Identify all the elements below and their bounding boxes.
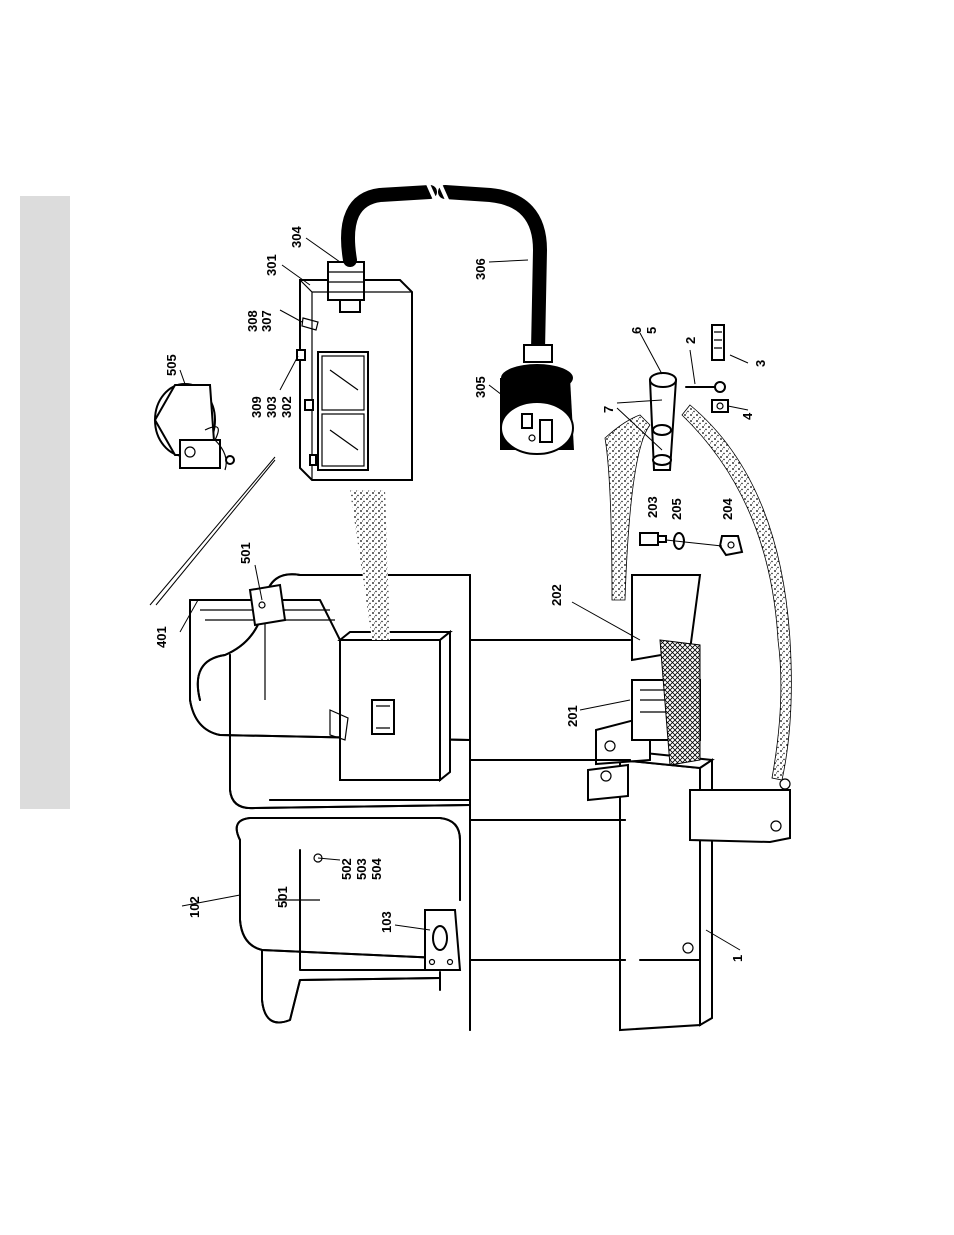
callout-304: 304 [289,226,304,248]
callout-302: 302 [279,396,294,418]
callout-401: 401 [154,626,169,648]
callout-205: 205 [669,498,684,520]
plug [500,345,574,454]
callout-308: 308 [245,310,260,332]
callout-5: 5 [644,327,659,334]
frame-enclosure [330,632,450,780]
callout-309: 309 [249,396,264,418]
callout-203: 203 [645,496,660,518]
callout-301: 301 [264,254,279,276]
callout-307: 307 [259,310,274,332]
callout-201: 201 [565,705,580,727]
callout-305: 305 [473,376,488,398]
callout-2: 2 [683,337,698,344]
callout-503: 503 [354,858,369,880]
callout-7: 7 [601,406,616,413]
callout-501-upper: 501 [238,542,253,564]
callout-102: 102 [187,896,202,918]
callout-306: 306 [473,258,488,280]
callout-103: 103 [379,911,394,933]
callout-303: 303 [264,396,279,418]
callout-6: 6 [629,327,644,334]
callout-1: 1 [730,955,745,962]
callout-501-lower: 501 [275,886,290,908]
callout-504: 504 [369,858,384,880]
callout-3: 3 [753,360,768,367]
roller-pin [650,373,676,470]
callout-4: 4 [740,412,755,420]
callout-202: 202 [549,584,564,606]
callout-502: 502 [339,858,354,880]
callout-204: 204 [720,498,735,520]
motor-assembly [155,384,234,470]
screw-hardware [640,533,742,555]
callout-505: 505 [164,354,179,376]
